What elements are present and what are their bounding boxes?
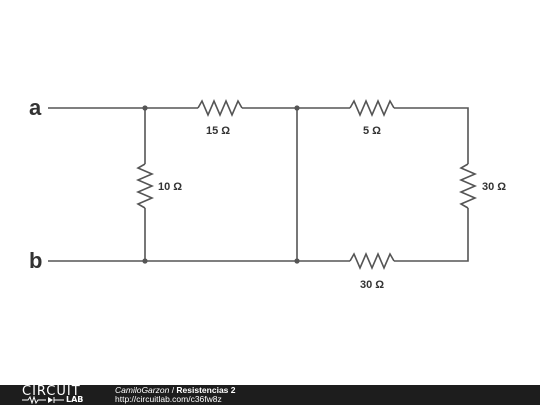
terminal-a-label: a bbox=[29, 95, 42, 120]
circuit-credit: CamiloGarzon / Resistencias 2 http://cir… bbox=[115, 386, 236, 404]
wire-right-bottom bbox=[394, 208, 469, 262]
logo-text-bottom: LAB bbox=[66, 395, 84, 404]
junction-node bbox=[294, 105, 300, 111]
logo-text-top: CIRCUIT bbox=[22, 384, 81, 399]
junction-node bbox=[294, 258, 300, 264]
circuitlab-logo[interactable]: CIRCUIT LAB bbox=[22, 384, 104, 404]
circuit-diagram: a b 15 Ω 5 Ω 10 Ω 30 Ω 30 Ω bbox=[29, 95, 506, 291]
junction-node bbox=[142, 105, 148, 111]
resistor-30-ohm-right bbox=[458, 163, 478, 209]
credit-separator: / bbox=[169, 385, 177, 395]
resistor-5-ohm bbox=[349, 98, 395, 118]
circuit-url-link[interactable]: http://circuitlab.com/c36fw8z bbox=[115, 394, 222, 404]
author-link[interactable]: CamiloGarzon bbox=[115, 385, 170, 395]
wire-top-right bbox=[394, 107, 469, 164]
footer-bar: CIRCUIT LAB CamiloGarzon / Resistencias … bbox=[0, 385, 540, 405]
circuit-squiggle-icon bbox=[22, 396, 64, 404]
resistor-10-ohm-label: 10 Ω bbox=[158, 181, 182, 193]
resistor-30-ohm-bottom-label: 30 Ω bbox=[360, 279, 384, 291]
credit-line: CamiloGarzon / Resistencias 2 bbox=[115, 386, 236, 395]
circuit-title-link[interactable]: Resistencias 2 bbox=[176, 385, 236, 395]
resistor-15-ohm bbox=[197, 98, 243, 118]
resistor-30-ohm-bottom bbox=[349, 251, 395, 271]
resistor-15-ohm-label: 15 Ω bbox=[206, 125, 230, 137]
terminal-b-label: b bbox=[29, 248, 42, 273]
junction-node bbox=[142, 258, 148, 264]
resistor-5-ohm-label: 5 Ω bbox=[363, 125, 381, 137]
resistor-30-ohm-right-label: 30 Ω bbox=[482, 181, 506, 193]
resistor-10-ohm bbox=[135, 163, 155, 209]
